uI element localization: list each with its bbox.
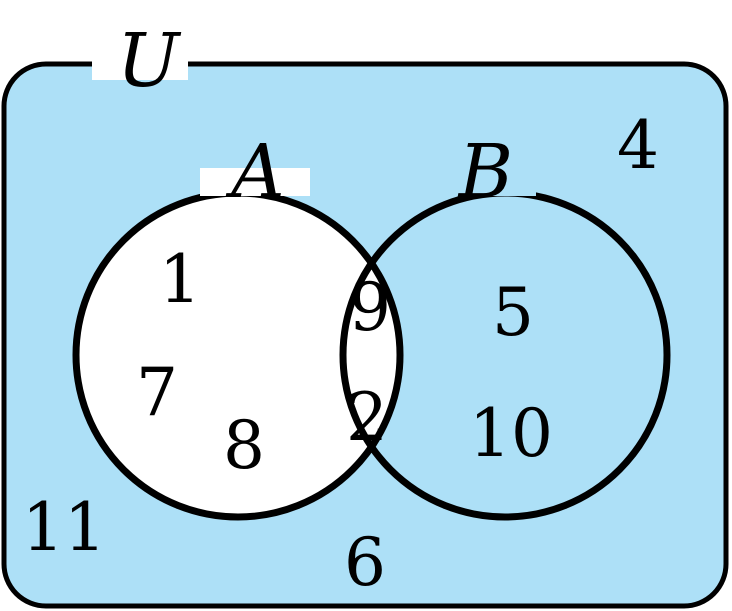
element-only-a: 1 [159,241,201,318]
set-a-region [76,193,400,517]
universe-label-gap [92,50,188,80]
element-only-a: 8 [223,407,265,484]
set-b-label: B [457,129,513,215]
universe-label: U [117,18,182,104]
set-a-label-gap [200,168,310,196]
element-only-a: 7 [136,354,178,431]
element-only-b: 5 [492,274,534,351]
element-outside: 4 [617,107,659,184]
element-intersection: 9 [349,269,391,346]
set-a-label: A [225,129,284,215]
set-b-label-gap [432,168,536,196]
element-intersection: 2 [346,379,388,456]
element-outside: 6 [344,524,386,601]
element-outside: 11 [22,489,106,566]
element-only-b: 10 [469,395,553,472]
